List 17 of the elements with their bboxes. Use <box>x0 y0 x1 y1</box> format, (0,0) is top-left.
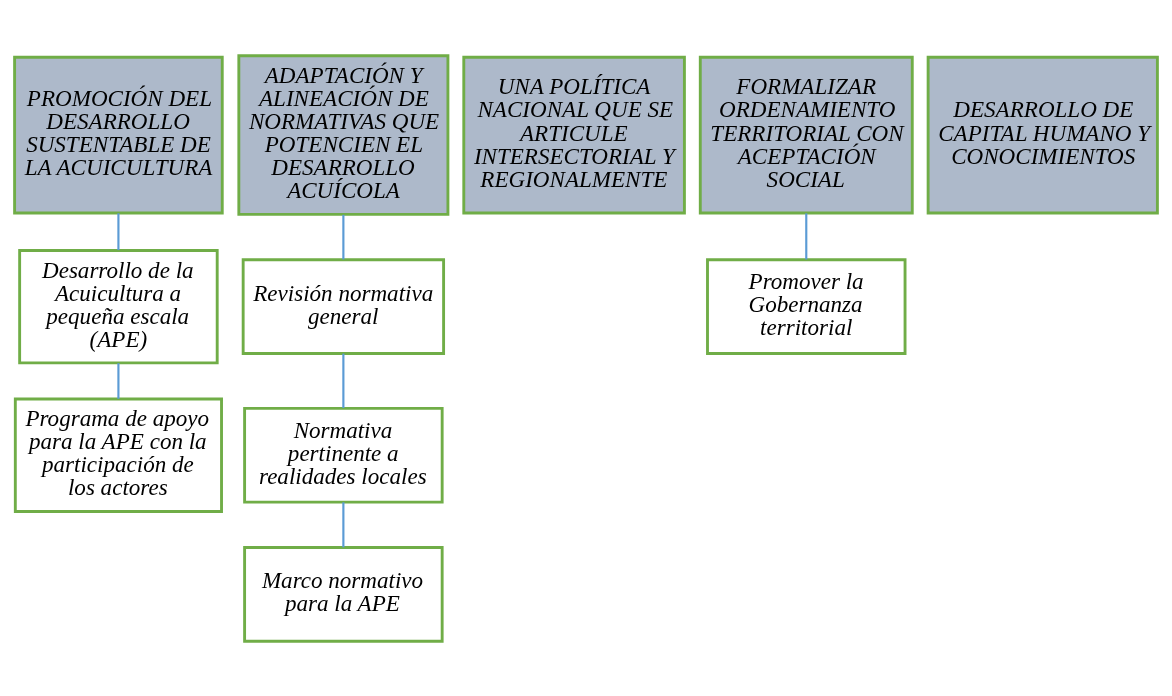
connector <box>805 212 808 259</box>
connector <box>117 212 120 250</box>
node-box: Revisión normativa general <box>241 257 446 355</box>
node-box: ADAPTACIÓN Y ALINEACIÓN DE NORMATIVAS QUE POTENCIEN EL DESARROLLO ACUÍCOLA <box>237 53 450 216</box>
node-box: Programa de apoyo para la APE con la participación de los actores <box>13 397 223 513</box>
node-box: Marco normativo para la APE <box>243 545 444 643</box>
connector <box>342 214 345 259</box>
node-box: DESARROLLO DE CAPITAL HUMANO Y CONOCIMIENTOS <box>926 55 1159 214</box>
node-box: UNA POLÍTICA NACIONAL QUE SE ARTICULE INTERSECTORIAL Y REGIONALMENTE <box>462 55 686 214</box>
connector <box>117 362 120 399</box>
node-box: Promover la Gobernanza territorial <box>706 257 907 355</box>
node-box: Normativa pertinente a realidades locales <box>243 406 444 503</box>
node-box: Desarrollo de la Acuicultura a pequeña escala (APE) <box>18 248 219 364</box>
connector <box>342 501 345 547</box>
node-box: PROMOCIÓN DEL DESARROLLO SUSTENTABLE DE LA ACUICULTURA <box>13 55 224 214</box>
connector <box>342 353 345 408</box>
node-box: FORMALIZAR ORDENAMIENTO TERRITORIAL CON ACEPTACIÓN SOCIAL <box>698 55 914 214</box>
